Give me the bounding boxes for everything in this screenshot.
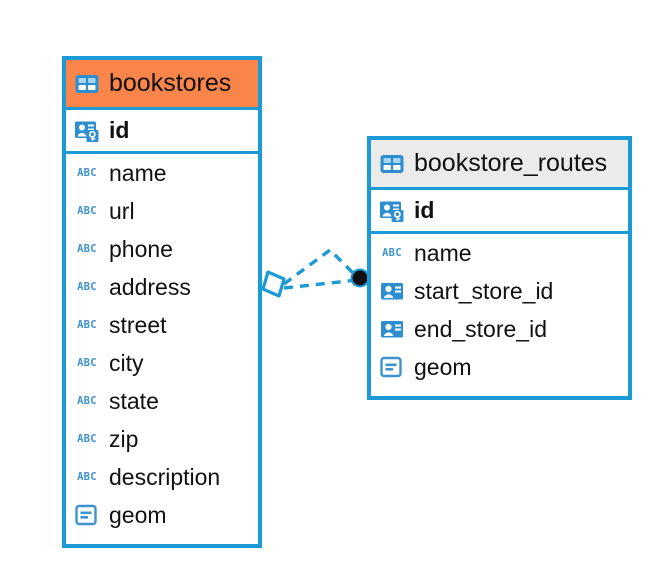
entity-field-list: id ABC name ABC url: [66, 110, 258, 538]
text-abc-icon: ABC: [74, 388, 100, 414]
field-row-geom[interactable]: geom: [371, 348, 628, 386]
field-label: description: [109, 463, 221, 490]
svg-text:ABC: ABC: [77, 205, 97, 217]
svg-text:ABC: ABC: [77, 319, 97, 331]
geometry-icon: [379, 354, 405, 380]
entity-bookstore_routes[interactable]: bookstore_routes: [367, 136, 632, 400]
entity-header-bookstore_routes[interactable]: bookstore_routes: [371, 140, 628, 190]
entity-bookstores[interactable]: bookstores: [62, 56, 262, 548]
entity-field-list: id ABC name: [371, 190, 628, 390]
svg-text:ABC: ABC: [77, 243, 97, 255]
field-row-state[interactable]: ABC state: [66, 382, 258, 420]
table-icon: [74, 71, 100, 97]
field-row-description[interactable]: ABC description: [66, 458, 258, 496]
field-label: geom: [109, 501, 167, 528]
text-abc-icon: ABC: [74, 236, 100, 262]
text-abc-icon: ABC: [74, 274, 100, 300]
field-label: name: [109, 159, 167, 186]
field-label: address: [109, 273, 191, 300]
svg-text:ABC: ABC: [382, 247, 402, 259]
foreign-key-icon: [379, 316, 405, 342]
svg-text:ABC: ABC: [77, 433, 97, 445]
svg-text:ABC: ABC: [77, 471, 97, 483]
field-row-id[interactable]: id: [371, 190, 628, 234]
text-abc-icon: ABC: [74, 198, 100, 224]
table-icon: [379, 151, 405, 177]
svg-text:ABC: ABC: [77, 281, 97, 293]
field-label: end_store_id: [414, 315, 547, 342]
relationship-line-upper: [282, 247, 359, 286]
field-label: geom: [414, 353, 472, 380]
field-label: id: [109, 117, 130, 143]
field-row-geom[interactable]: geom: [66, 496, 258, 534]
rhombus-marker: [261, 270, 286, 298]
geometry-icon: [74, 502, 100, 528]
field-label: start_store_id: [414, 277, 554, 304]
field-label: street: [109, 311, 167, 338]
primary-key-icon: [379, 198, 405, 224]
text-abc-icon: ABC: [74, 426, 100, 452]
field-row-name[interactable]: ABC name: [371, 234, 628, 272]
relationship-line-lower: [283, 278, 358, 290]
field-row-url[interactable]: ABC url: [66, 192, 258, 230]
field-row-street[interactable]: ABC street: [66, 306, 258, 344]
text-abc-icon: ABC: [74, 312, 100, 338]
foreign-key-icon: [379, 278, 405, 304]
field-row-address[interactable]: ABC address: [66, 268, 258, 306]
svg-text:ABC: ABC: [77, 167, 97, 179]
text-abc-icon: ABC: [74, 464, 100, 490]
field-row-phone[interactable]: ABC phone: [66, 230, 258, 268]
field-row-end_store_id[interactable]: end_store_id: [371, 310, 628, 348]
text-abc-icon: ABC: [74, 350, 100, 376]
field-label: phone: [109, 235, 173, 262]
entity-title: bookstore_routes: [414, 149, 608, 177]
entity-header-bookstores[interactable]: bookstores: [66, 60, 258, 110]
text-abc-icon: ABC: [379, 240, 405, 266]
primary-key-icon: [74, 118, 100, 144]
field-label: name: [414, 239, 472, 266]
field-label: city: [109, 349, 144, 376]
field-row-name[interactable]: ABC name: [66, 154, 258, 192]
field-label: zip: [109, 425, 139, 452]
svg-text:ABC: ABC: [77, 357, 97, 369]
svg-text:ABC: ABC: [77, 395, 97, 407]
field-label: url: [109, 197, 135, 224]
field-label: id: [414, 197, 435, 223]
field-row-id[interactable]: id: [66, 110, 258, 154]
field-row-city[interactable]: ABC city: [66, 344, 258, 382]
field-label: state: [109, 387, 159, 414]
field-row-zip[interactable]: ABC zip: [66, 420, 258, 458]
text-abc-icon: ABC: [74, 160, 100, 186]
entity-title: bookstores: [109, 69, 232, 97]
field-row-start_store_id[interactable]: start_store_id: [371, 272, 628, 310]
